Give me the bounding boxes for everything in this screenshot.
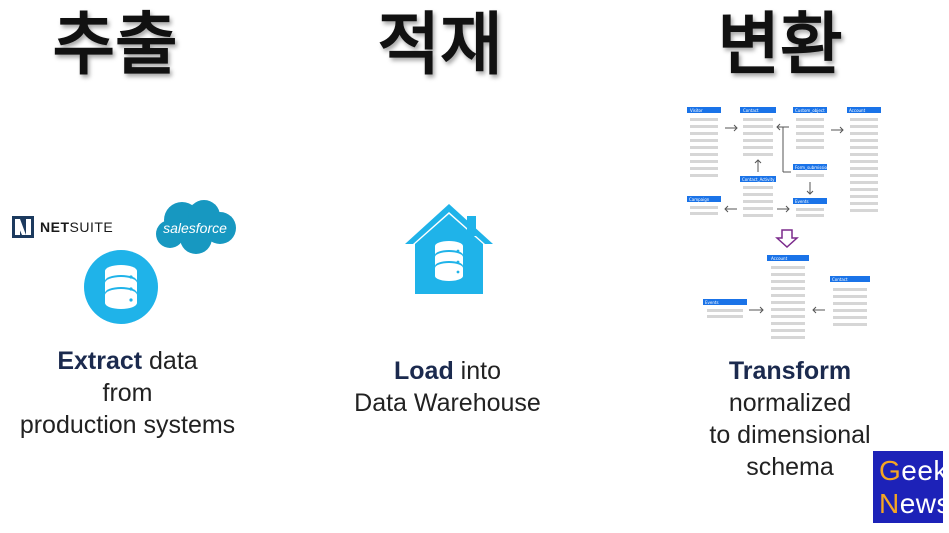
table-label: Custom_object <box>795 108 825 113</box>
netsuite-logo: NETSUITE <box>12 214 113 240</box>
badge-g: G <box>879 455 902 486</box>
caption-transform-line4: schema <box>746 453 834 481</box>
table-events-bottom: Events <box>703 299 747 318</box>
badge-ews: ews <box>899 488 949 519</box>
table-contact-bottom: Contact <box>830 276 870 326</box>
caption-extract-line1: data <box>142 347 198 375</box>
table-label: Account <box>849 108 866 113</box>
caption-transform: Transform normalized to dimensional sche… <box>680 355 900 483</box>
table-label: Events <box>795 199 809 204</box>
table-label: Events <box>705 300 719 305</box>
caption-transform-line3: to dimensional <box>709 421 871 449</box>
badge-n: N <box>879 488 900 519</box>
table-account-bottom: Account <box>767 255 809 339</box>
table-label: Visitor <box>690 108 703 113</box>
badge-eek: eek <box>901 455 948 486</box>
table-account-top: Account <box>847 107 881 212</box>
title-load: 적재 <box>377 6 503 85</box>
table-campaign: Campaign <box>687 196 721 215</box>
caption-load-line2: Data Warehouse <box>354 389 541 417</box>
table-custom-object: Custom_object <box>793 107 827 149</box>
table-label: Campaign <box>689 197 710 202</box>
caption-extract-line3: production systems <box>19 411 236 439</box>
database-circle-icon <box>84 250 158 324</box>
caption-load: Load into Data Warehouse <box>330 355 565 419</box>
table-contact-activity: Contact_Activity <box>740 176 776 217</box>
table-label: Form_submissions <box>795 165 832 170</box>
table-label: Contact <box>743 108 759 113</box>
table-visitor: Visitor <box>687 107 721 177</box>
geeknews-badge: Geek News <box>873 451 949 523</box>
title-extract: 추출 <box>52 6 178 85</box>
salesforce-logo: salesforce <box>152 196 238 258</box>
caption-load-line1: into <box>453 357 501 385</box>
title-transform: 변환 <box>717 6 843 85</box>
table-label: Contact <box>832 277 848 282</box>
netsuite-bold-text: NET <box>40 219 70 235</box>
caption-load-bold: Load <box>394 357 454 385</box>
table-label: Account <box>771 256 788 261</box>
netsuite-light-text: SUITE <box>69 219 114 235</box>
table-contact: Contact <box>740 107 776 156</box>
warehouse-house-icon <box>405 202 493 296</box>
caption-transform-line2: normalized <box>728 389 852 417</box>
caption-extract-bold: Extract <box>57 347 143 375</box>
caption-extract-line2: from <box>102 379 153 407</box>
schema-diagram: Visitor Contact Custom_object Account Fo… <box>685 102 890 347</box>
caption-extract: Extract data from production systems <box>0 345 255 441</box>
transform-arrow-icon <box>775 229 799 249</box>
table-form-submissions: Form_submissions <box>793 164 832 177</box>
caption-transform-bold: Transform <box>728 357 852 385</box>
table-events-mid: Events <box>793 198 827 217</box>
netsuite-mark-icon <box>12 216 34 238</box>
table-label: Contact_Activity <box>742 177 775 182</box>
salesforce-cloud-icon <box>156 200 236 254</box>
salesforce-text: salesforce <box>163 220 227 236</box>
